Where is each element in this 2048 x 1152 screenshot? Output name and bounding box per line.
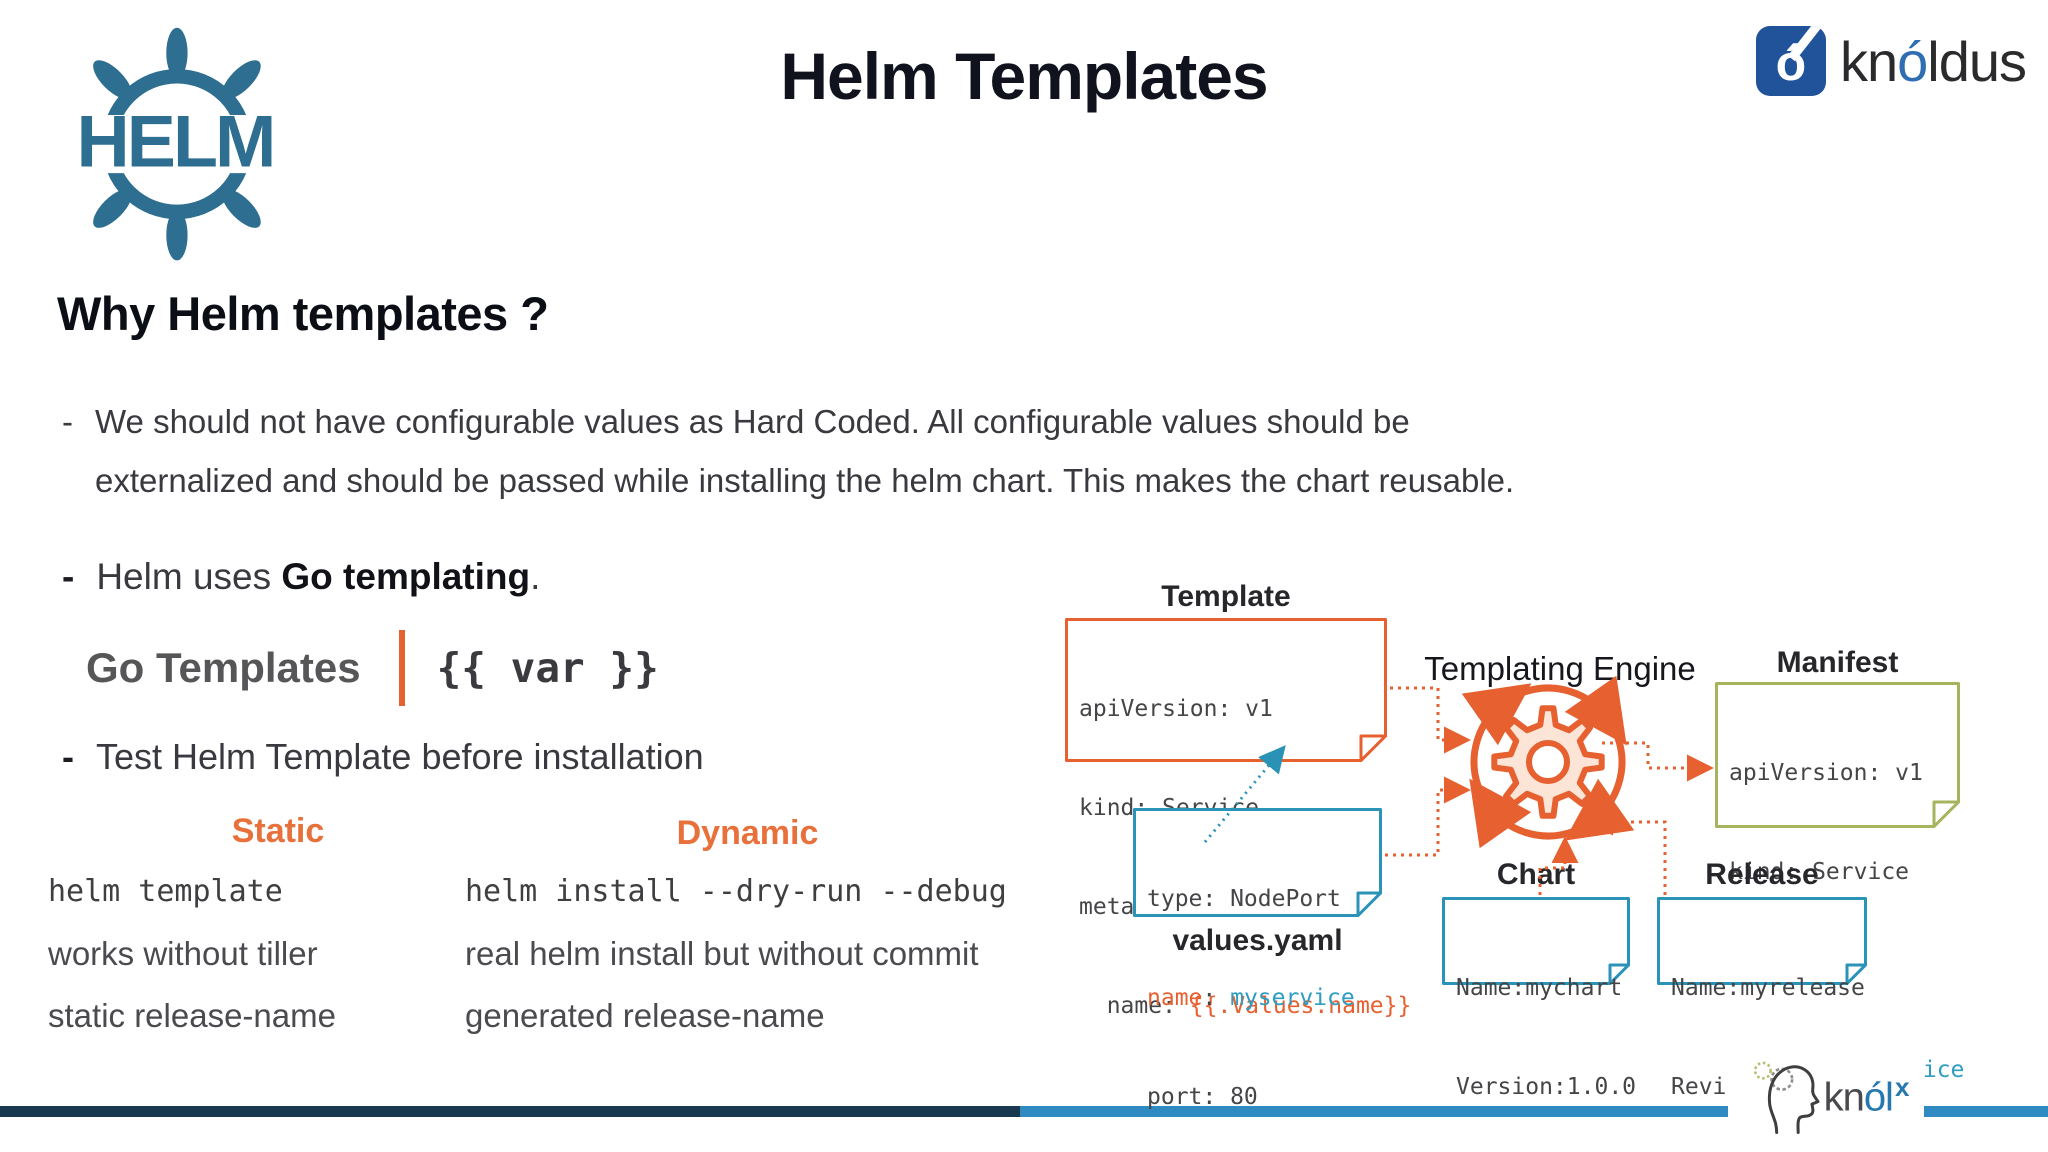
go-templates-divider [398, 630, 405, 706]
helm-logo: HELM [40, 20, 310, 272]
knoldus-badge-icon: ó [1755, 26, 1826, 96]
static-item: static release-name [48, 997, 336, 1034]
static-item: works without tiller [48, 935, 318, 972]
go-templates-label: Go Templates [86, 644, 361, 691]
code-line: port: 80 [1147, 1084, 1258, 1110]
templating-engine-gear-icon [1448, 662, 1648, 862]
values-yaml-label: values.yaml [1172, 924, 1343, 957]
bullet-line-1: We should not have configurable values a… [95, 403, 1410, 440]
dynamic-item: generated release-name [465, 997, 825, 1034]
template-label: Template [1161, 580, 1291, 613]
dynamic-item: real helm install but without commit [465, 935, 979, 972]
bullet-text-bold: Go templating [281, 556, 531, 597]
templating-engine-label: Templating Engine [1424, 650, 1696, 687]
section-heading: Why Helm templates ? [57, 287, 549, 340]
dynamic-heading: Dynamic [676, 814, 819, 852]
note-frame [1133, 808, 1382, 917]
code-key: name: [1079, 993, 1190, 1019]
bullet-test-template: - Test Helm Template before installation [62, 736, 704, 778]
template-code: apiVersion: v1 kind: Service metadata: n… [1065, 618, 1412, 1089]
code-key: name [1147, 985, 1203, 1011]
code-line: type: NodePort [1147, 886, 1341, 912]
knolx-logo: knólx [1728, 1040, 1924, 1152]
note-frame [1715, 682, 1960, 828]
note-frame [1442, 897, 1630, 985]
manifest-note: apiVersion: v1 kind: Service metadata: n… [1715, 682, 1964, 1083]
knoldus-word-part1: kn [1839, 29, 1898, 93]
bullet-text-period: . [530, 556, 541, 597]
template-note: apiVersion: v1 kind: Service metadata: n… [1065, 618, 1411, 1019]
bullet-dash: - [62, 736, 74, 777]
bullet-dash: - [62, 556, 75, 597]
bullet-dash: - [62, 403, 73, 440]
bullet-text: Helm uses Go templating. [96, 556, 540, 598]
bullet-text-normal: Helm uses [96, 556, 282, 597]
note-frame [1065, 618, 1387, 762]
helm-wheel-icon: HELM [44, 27, 306, 261]
helm-logo-text: HELM [76, 99, 273, 182]
knolx-word-part1: kn [1823, 1075, 1865, 1120]
code-template-expression: {{.Values.name}} [1189, 993, 1412, 1019]
values-yaml-note: type: NodePort name: myservice port: 80 [1133, 808, 1382, 1110]
release-label: Release [1705, 858, 1819, 891]
knoldus-wordmark: knóldus [1839, 29, 2027, 94]
dynamic-command: helm install --dry-run --debug [465, 874, 1007, 909]
static-command: helm template [48, 874, 283, 909]
chart-note: Name:mychart Version:1.0.0 [1442, 897, 1636, 1100]
code-value: myservice [1230, 985, 1355, 1011]
knolx-word-accent: ól [1863, 1075, 1894, 1120]
knolx-wordmark: knólx [1823, 1071, 1910, 1120]
bullet-text: Test Helm Template before installation [96, 736, 704, 777]
knolx-word-sup: x [1894, 1071, 1910, 1102]
note-frame [1657, 897, 1867, 985]
code-line: Name:mychart [1456, 975, 1623, 1001]
bullet-go-templating: - Helm uses Go templating. [62, 556, 540, 598]
footer-bar-blue [1020, 1106, 2048, 1117]
code-line: apiVersion: v1 [1729, 760, 1923, 786]
knoldus-word-accent: ó [1897, 29, 1928, 93]
go-templates-graphic: Go Templates {{ var }} [86, 630, 659, 706]
code-line: kind: Service [1729, 859, 1910, 885]
chart-label: Chart [1496, 858, 1576, 891]
static-heading: Static [231, 812, 325, 850]
knolx-head-icon [1753, 1061, 1820, 1135]
code-line: name: {{.Values.name}} [1079, 990, 1412, 1023]
dynamic-column: helm install --dry-run --debug real helm… [465, 874, 1007, 1059]
bullet-line-2: externalized and should be passed while … [95, 462, 1515, 499]
chart-code: Name:mychart Version:1.0.0 [1442, 897, 1637, 1152]
code-line: apiVersion: v1 [1079, 696, 1273, 722]
bullet-text: We should not have configurable values a… [95, 392, 1514, 510]
bullet-configurable-values: - We should not have configurable values… [62, 392, 1514, 510]
footer-bar-dark [0, 1106, 1020, 1117]
knoldus-word-part2: ldus [1927, 29, 2027, 93]
code-line: Name:myrelease [1671, 975, 1865, 1001]
knoldus-logo: ó knóldus [1755, 26, 2027, 96]
go-templates-var: {{ var }} [436, 644, 659, 692]
release-note: Name:myrelease Revision:2 [1657, 897, 1867, 1100]
code-line: Version:1.0.0 [1456, 1074, 1637, 1100]
values-yaml-code: type: NodePort name: myservice port: 80 [1133, 808, 1382, 1152]
code-separator: : [1202, 985, 1231, 1011]
page-title: Helm Templates [780, 39, 1268, 113]
static-column: helm template works without tiller stati… [48, 874, 336, 1059]
code-line: name: myservice [1147, 982, 1382, 1015]
manifest-label: Manifest [1776, 646, 1899, 679]
